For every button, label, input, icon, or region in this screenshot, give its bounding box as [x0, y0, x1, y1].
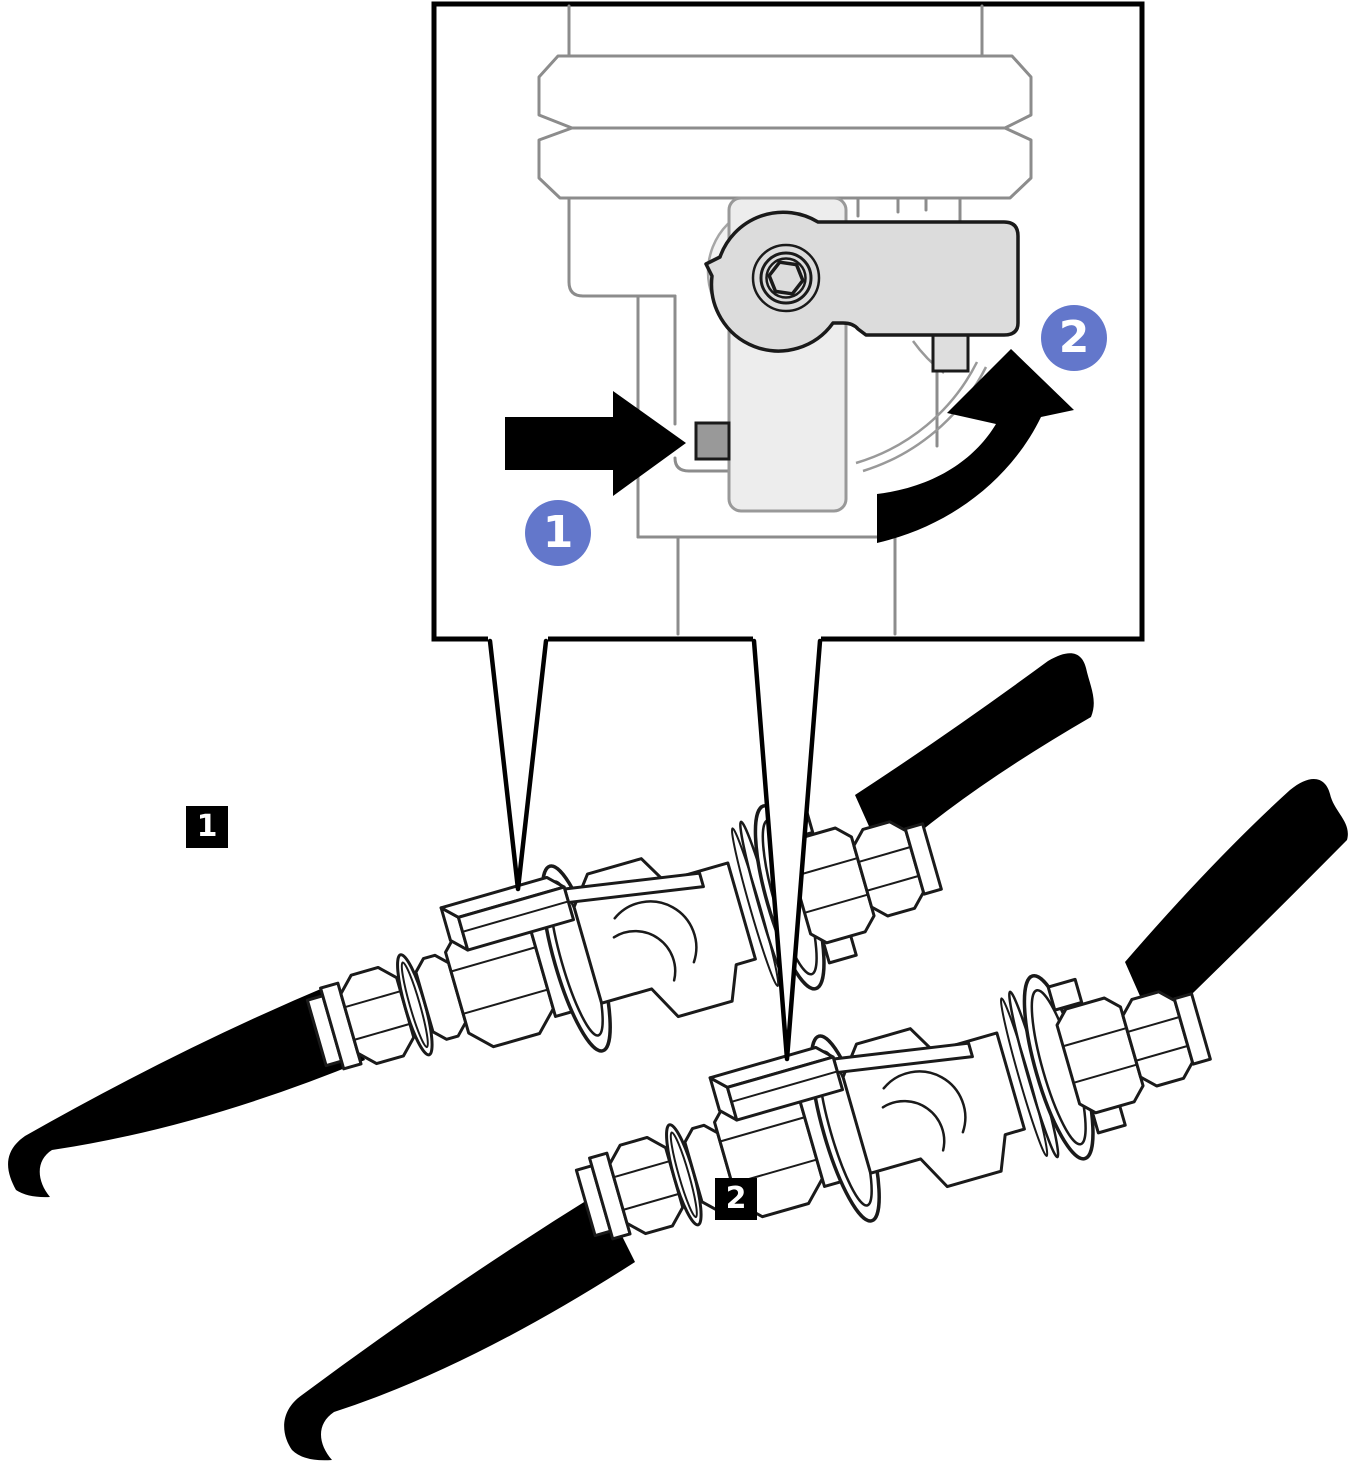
valve-handle: [704, 210, 1020, 353]
hex-bolt: [751, 243, 821, 313]
callout-pointer-2: [751, 633, 823, 1062]
hose-1: [8, 653, 1094, 1198]
step-1-badge: 1: [525, 500, 591, 566]
hose-2-label: 2: [715, 1178, 757, 1220]
rotate-arrow-icon: [877, 349, 1074, 543]
press-arrow-icon: [505, 391, 686, 496]
release-button: [694, 421, 731, 461]
valve-line-art: [537, 4, 1033, 636]
hose-2: [284, 778, 1348, 1461]
step-2-badge: 2: [1041, 305, 1107, 371]
hose-1-label: 1: [186, 806, 228, 848]
callout-pointer-1: [487, 633, 549, 892]
